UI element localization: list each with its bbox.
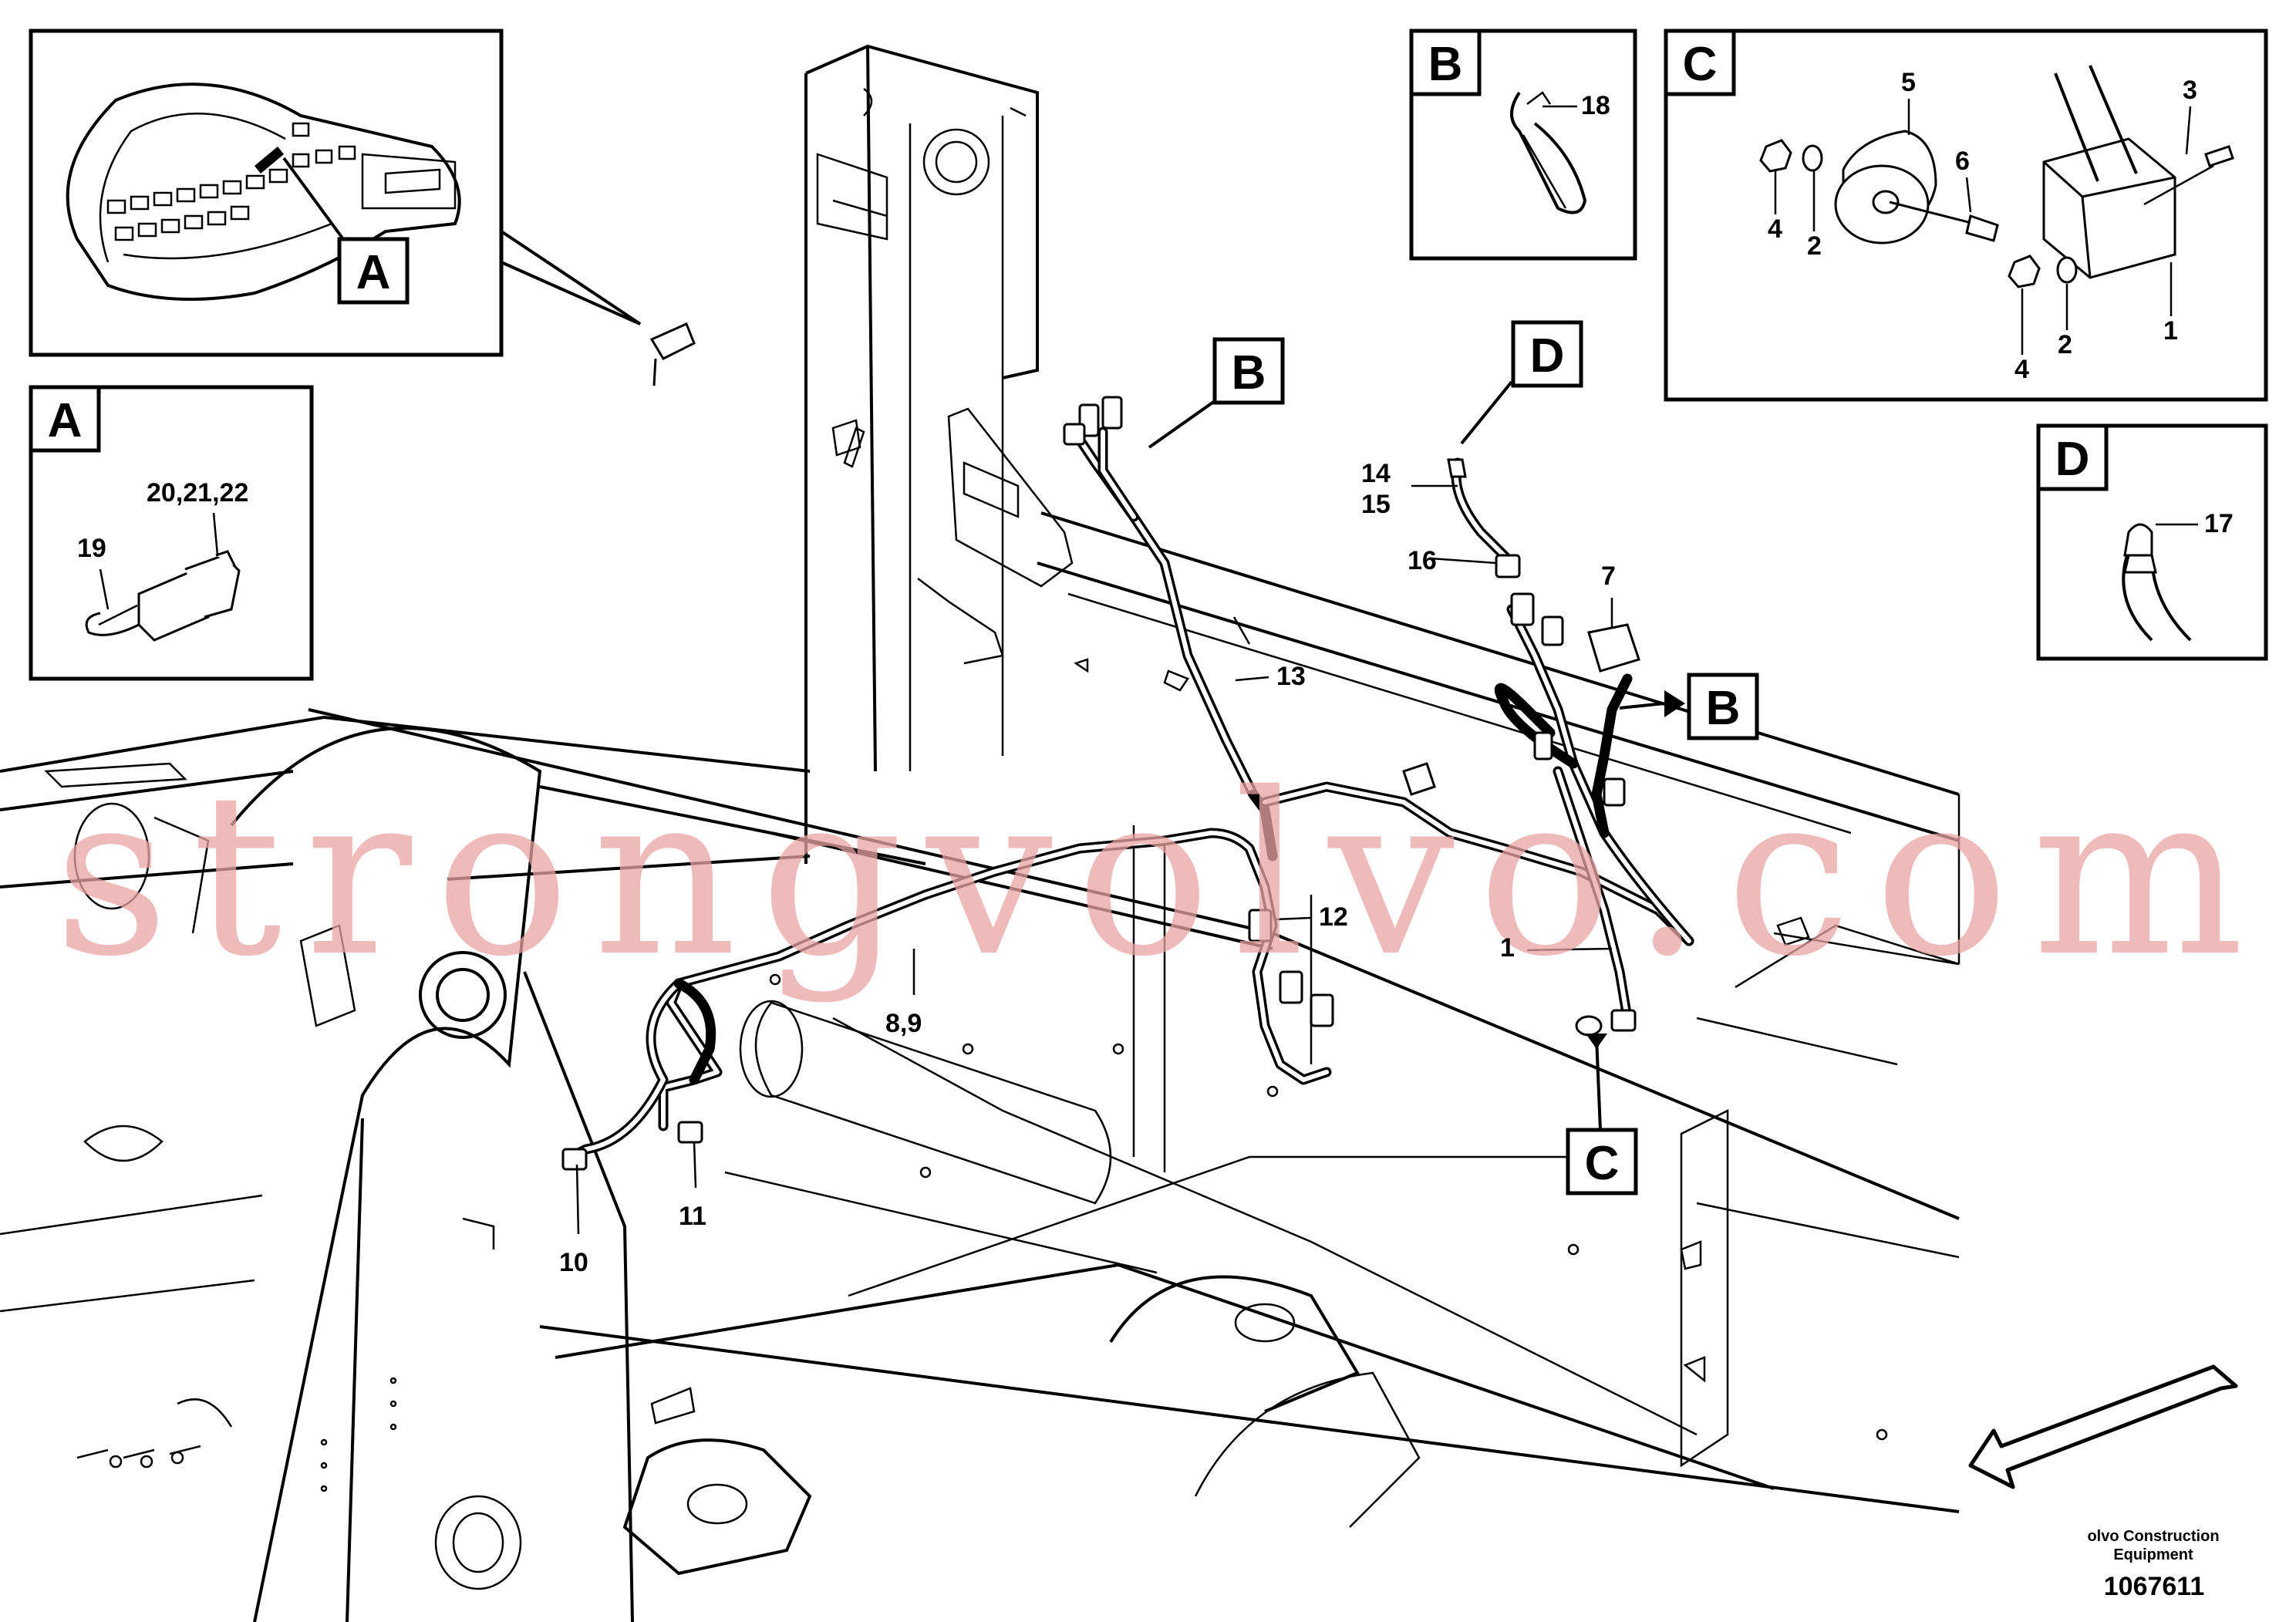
callout-12: 12 xyxy=(1319,902,1348,932)
detail-d: D 17 xyxy=(2036,423,2268,661)
connector-10 xyxy=(561,1148,588,1171)
svg-text:A: A xyxy=(356,246,391,299)
connector-16c xyxy=(1541,615,1564,646)
callout-19: 19 xyxy=(77,534,106,563)
callout-15: 15 xyxy=(1361,490,1391,519)
connector-1 xyxy=(1610,1009,1637,1032)
connector-b-2 xyxy=(1101,396,1123,430)
footer-line2: Equipment xyxy=(2113,1546,2193,1563)
ground-stud xyxy=(1402,762,1436,796)
connector-loop-2 xyxy=(1533,731,1553,760)
connector-loop xyxy=(1603,777,1626,807)
svg-text:B: B xyxy=(1706,682,1741,735)
callout-c-2a: 2 xyxy=(1807,231,1822,261)
connector-12c xyxy=(1310,993,1334,1027)
detail-b: B 18 xyxy=(1409,29,1637,261)
svg-text:D: D xyxy=(2055,433,2090,486)
connector-b-3 xyxy=(1063,423,1086,446)
tag-d-main: D xyxy=(1511,320,1583,388)
callout-13: 13 xyxy=(1276,662,1306,691)
callout-c-4a: 4 xyxy=(1768,214,1782,244)
callout-7: 7 xyxy=(1601,561,1616,591)
callout-c-3: 3 xyxy=(2183,76,2197,105)
wiring-harness xyxy=(561,396,1694,1171)
watermark: strongvolvo.com xyxy=(54,746,2267,1006)
callout-8-9: 8,9 xyxy=(885,1009,922,1038)
tag-b-right: B xyxy=(1687,673,1759,740)
direction-arrow-icon xyxy=(1968,1364,2238,1489)
grommet-c xyxy=(1575,1015,1603,1037)
svg-text:C: C xyxy=(1683,38,1718,91)
detail-c: C 5 3 6 4 2 2 4 1 xyxy=(1664,29,2268,402)
callout-18: 18 xyxy=(1581,91,1610,120)
connector-16b xyxy=(1510,592,1535,626)
callout-c-5: 5 xyxy=(1901,68,1916,97)
detail-dashboard-view: A xyxy=(29,29,696,386)
connector-11 xyxy=(677,1121,703,1144)
connector-12b xyxy=(1279,970,1303,1004)
tag-b-upper: B xyxy=(1212,337,1285,405)
callout-17: 17 xyxy=(2204,509,2234,538)
callout-14: 14 xyxy=(1361,459,1391,488)
callout-1: 1 xyxy=(1500,933,1515,963)
callout-c-6: 6 xyxy=(1955,147,1970,176)
callout-10: 10 xyxy=(559,1248,588,1277)
svg-text:D: D xyxy=(1530,329,1565,383)
callout-leaders xyxy=(575,380,1685,1235)
callout-c-4b: 4 xyxy=(2014,355,2029,384)
svg-text:A: A xyxy=(48,394,83,447)
detail-a: A 19 20,21,22 xyxy=(29,385,314,681)
tag-c-main: C xyxy=(1566,1128,1638,1195)
connector-7 xyxy=(1587,623,1640,673)
connector-16 xyxy=(1495,554,1521,578)
callout-20-21-22: 20,21,22 xyxy=(147,478,248,508)
drawing-id: 1067611 xyxy=(2104,1572,2205,1601)
machine-frame xyxy=(0,44,1961,1622)
svg-text:B: B xyxy=(1428,38,1463,91)
callout-11: 11 xyxy=(679,1202,706,1231)
callout-c-1: 1 xyxy=(2163,316,2178,346)
connector-12a xyxy=(1248,909,1273,943)
footer-line1: olvo Construction xyxy=(2087,1528,2219,1545)
terminal-14 xyxy=(1447,458,1467,478)
svg-text:C: C xyxy=(1585,1137,1620,1190)
callout-c-2b: 2 xyxy=(2058,330,2072,359)
callout-16: 16 xyxy=(1408,546,1437,575)
svg-text:B: B xyxy=(1232,346,1266,400)
